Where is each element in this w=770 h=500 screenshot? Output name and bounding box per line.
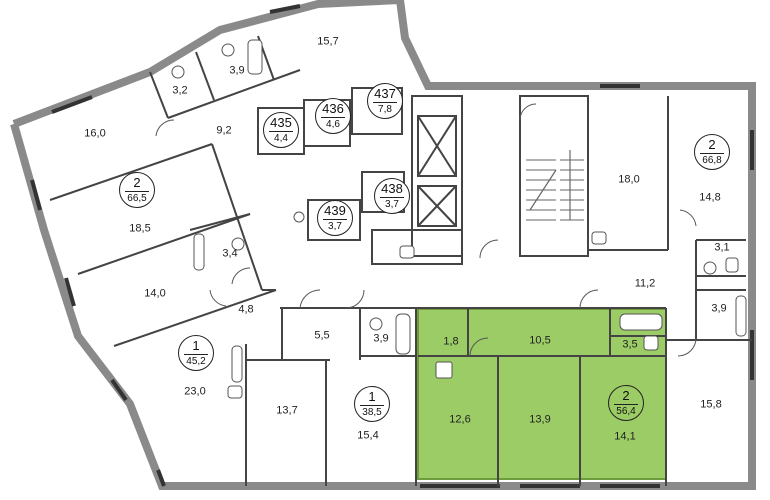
room-area-label: 5,5 [314, 329, 330, 342]
room-area-label: 14,0 [144, 287, 166, 300]
unit-badge-436: 436 4,6 [315, 98, 351, 134]
unit-badge-435: 435 4,4 [263, 112, 299, 148]
room-area-label: 4,8 [238, 303, 254, 316]
room-area-label: 14,1 [614, 430, 636, 443]
selected-apartment-badge[interactable]: 2 56,4 [608, 385, 644, 421]
room-area-label: 15,4 [357, 429, 379, 442]
room-area-label: 23,0 [184, 385, 206, 398]
room-area-label: 13,9 [529, 413, 551, 426]
room-area-label: 3,4 [222, 247, 238, 260]
apartment-badge[interactable]: 2 66,8 [694, 134, 730, 170]
room-area-label: 15,7 [317, 35, 339, 48]
room-area-label: 15,8 [700, 398, 722, 411]
unit-badge-439: 439 3,7 [317, 200, 353, 236]
room-area-label: 12,6 [449, 413, 471, 426]
exterior-walls [10, 0, 756, 490]
unit-badge-437: 437 7,8 [367, 83, 403, 119]
room-area-label: 3,9 [229, 64, 245, 77]
apartment-badge[interactable]: 1 38,5 [354, 386, 390, 422]
apartment-badge[interactable]: 1 45,2 [178, 335, 214, 371]
room-area-label: 18,0 [618, 173, 640, 186]
room-area-label: 18,5 [129, 222, 151, 235]
room-area-label: 3,9 [373, 332, 389, 345]
staircase [526, 150, 584, 221]
room-area-label: 3,9 [711, 302, 727, 315]
apartment-badge[interactable]: 2 66,5 [119, 172, 155, 208]
room-area-label: 9,2 [216, 124, 232, 137]
room-area-label: 1,8 [443, 335, 459, 348]
room-area-label: 11,2 [634, 277, 656, 290]
room-area-label: 13,7 [276, 404, 298, 417]
room-area-label: 16,0 [84, 127, 106, 140]
room-area-label: 10,5 [529, 334, 551, 347]
windows [30, 4, 754, 488]
room-area-label: 3,5 [622, 338, 638, 351]
room-area-label: 3,2 [172, 84, 188, 97]
room-area-label: 3,1 [714, 241, 730, 254]
unit-badge-438: 438 3,7 [374, 178, 410, 214]
doors [155, 103, 697, 357]
room-area-label: 14,8 [699, 191, 721, 204]
